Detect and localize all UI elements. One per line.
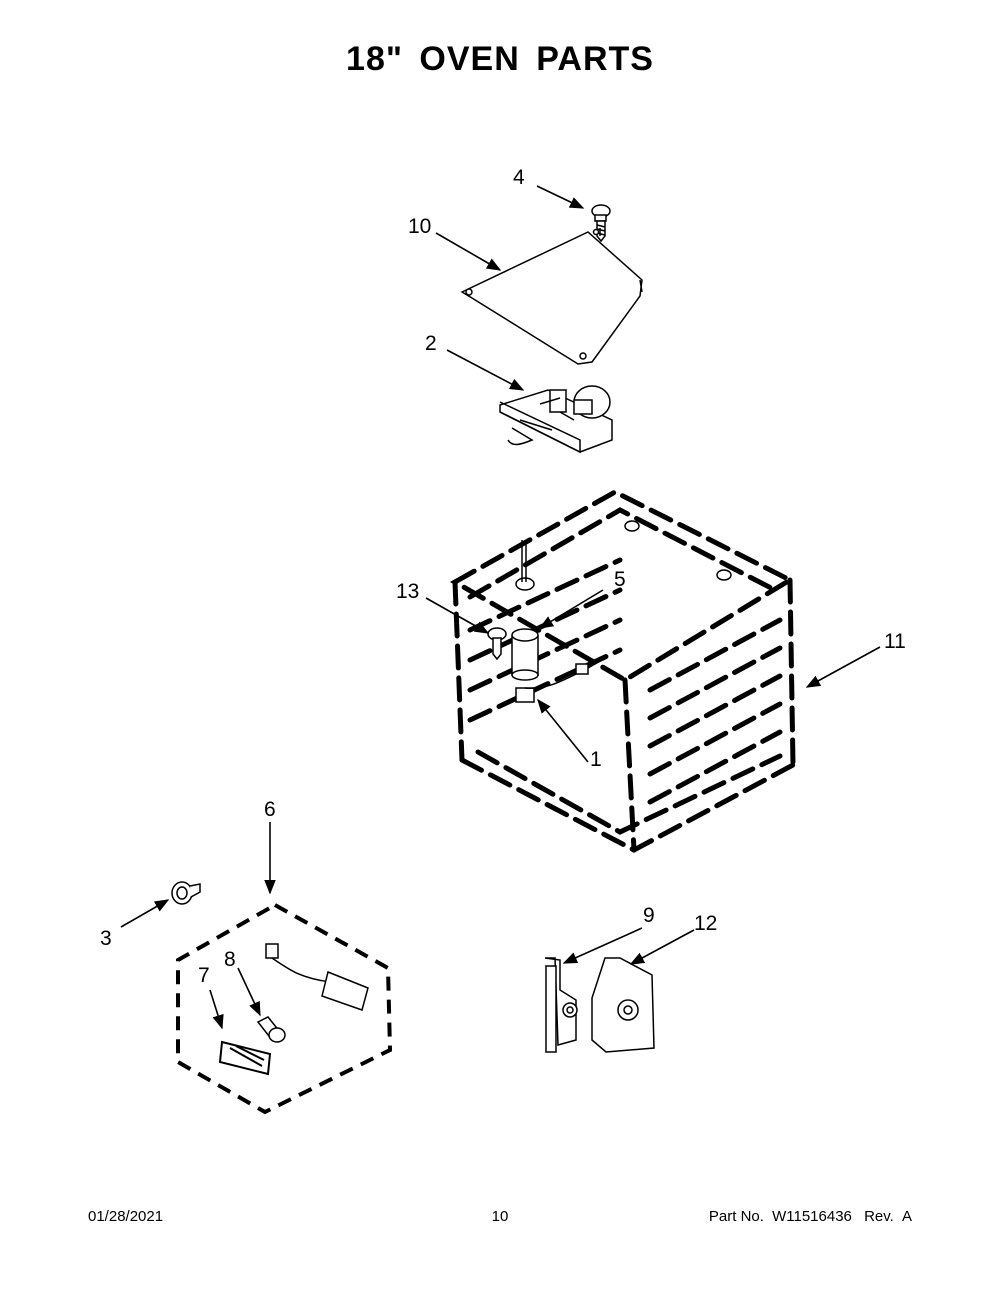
footer-part-info: Part No. W11516436 Rev. A (705, 1208, 912, 1225)
part-hinge-12 (591, 957, 655, 1053)
rev-label: Rev. (864, 1208, 894, 1225)
callout-12: 12 (694, 912, 717, 935)
callout-6: 6 (264, 798, 276, 821)
part-screw-13 (487, 627, 507, 661)
leader-lines (120, 185, 881, 1030)
part-oven-cavity-11 (449, 489, 796, 853)
callout-2: 2 (425, 332, 437, 355)
callout-13: 13 (396, 580, 419, 603)
footer-page-number: 10 (491, 1208, 509, 1225)
callout-11: 11 (884, 630, 906, 653)
part-bulb-8 (256, 1016, 286, 1043)
callout-labels: 4 10 2 5 13 11 1 6 3 7 8 9 12 (100, 166, 906, 987)
part-wire-harness-1 (515, 659, 603, 703)
cavity-details (515, 520, 732, 591)
part-label: Part No. (708, 1208, 764, 1225)
part-plate-10 (460, 228, 643, 365)
footer-date: 01/28/2021 (88, 1208, 164, 1225)
part-lens-7 (218, 1040, 272, 1076)
callout-5: 5 (614, 568, 626, 591)
part-screw-4 (591, 204, 611, 243)
part-light-socket-5 (511, 628, 539, 681)
rev-value: A (901, 1208, 912, 1225)
callout-7: 7 (198, 964, 210, 987)
callout-4: 4 (513, 166, 525, 189)
callout-3: 3 (100, 927, 112, 950)
callout-9: 9 (643, 904, 655, 927)
callout-10: 10 (408, 215, 431, 238)
part-light-kit-6 (176, 902, 393, 1115)
part-knob-3 (171, 881, 201, 905)
callout-1: 1 (590, 748, 602, 771)
part-motor-assembly-2 (499, 385, 613, 454)
page-title: 18" OVEN PARTS (346, 40, 654, 78)
part-number: W11516436 (772, 1208, 852, 1225)
part-socket-wire (265, 943, 369, 1011)
callout-8: 8 (224, 948, 236, 971)
part-hinge-9 (544, 957, 578, 1053)
